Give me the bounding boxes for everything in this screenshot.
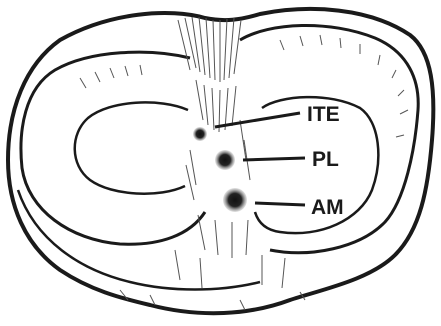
- medial-meniscus-inner: [75, 102, 188, 193]
- label-pl: PL: [312, 148, 339, 171]
- am-insertion-dot: [223, 188, 247, 212]
- medial-compartment-ring: [21, 52, 205, 244]
- am-leader-line: [255, 203, 305, 205]
- ite-insertion-dot: [193, 127, 207, 141]
- label-am: AM: [311, 196, 344, 219]
- intercondylar-shading: [120, 17, 305, 310]
- pl-leader-line: [243, 158, 305, 160]
- label-ite: ITE: [307, 103, 340, 126]
- ite-leader-line: [215, 113, 300, 127]
- pl-insertion-dot: [215, 150, 235, 170]
- plateau-lower-rim: [18, 190, 260, 290]
